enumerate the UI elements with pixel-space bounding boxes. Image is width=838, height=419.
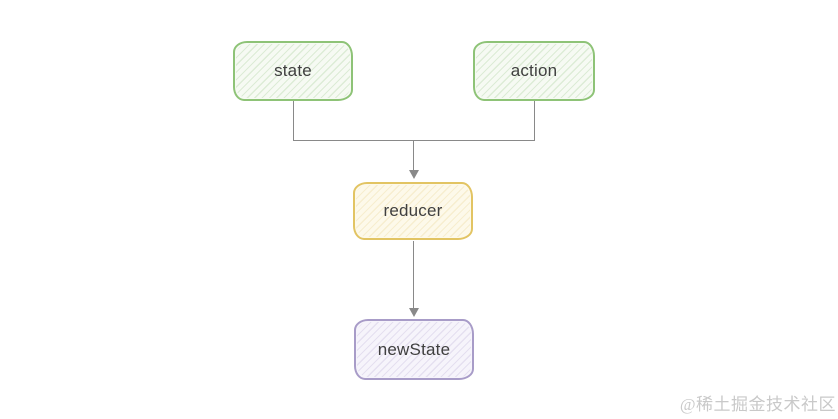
node-action: action [473, 41, 595, 101]
node-action-label: action [510, 61, 558, 80]
node-reducer: reducer [353, 182, 473, 240]
arrowhead-to-newstate-icon [409, 308, 419, 317]
node-newstate: newState [354, 319, 474, 380]
edge-action-down [534, 101, 535, 141]
node-state: state [233, 41, 353, 101]
edge-to-reducer [413, 140, 414, 171]
edge-merge-horizontal [293, 140, 535, 141]
node-reducer-label: reducer [383, 201, 443, 220]
watermark: @稀土掘金技术社区 [679, 395, 836, 414]
edge-state-down [293, 101, 294, 141]
arrowhead-to-reducer-icon [409, 170, 419, 179]
edge-reducer-to-newstate [413, 241, 414, 309]
node-newstate-label: newState [377, 339, 451, 359]
node-state-label: state [274, 61, 312, 80]
